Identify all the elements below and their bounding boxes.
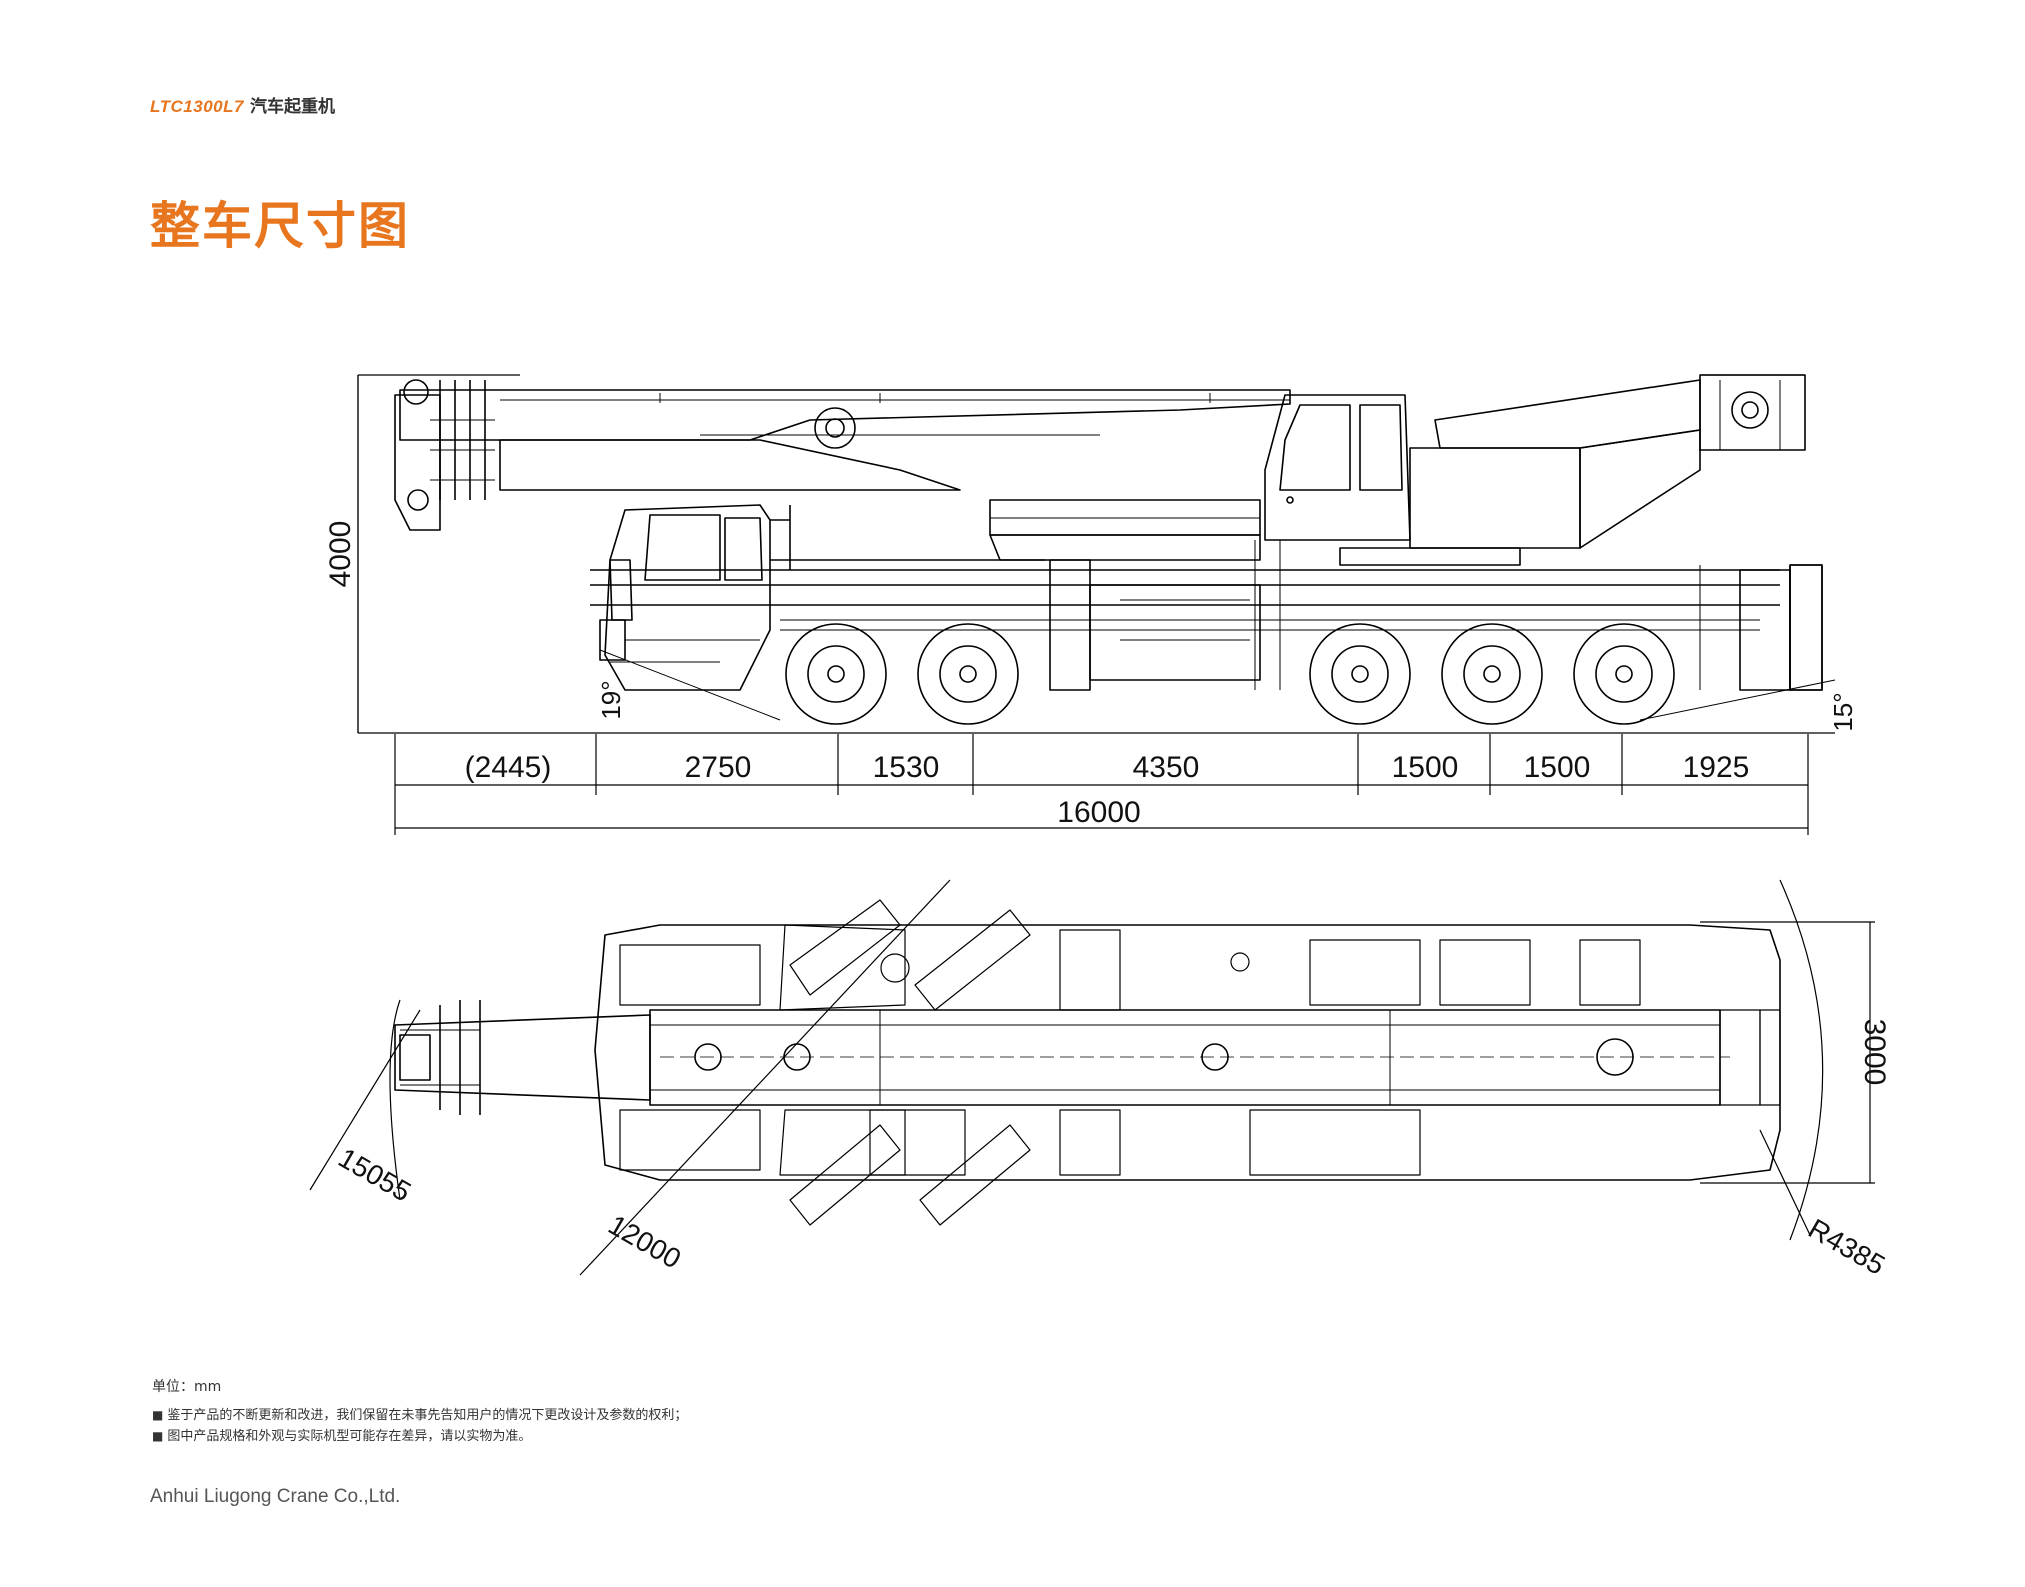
- unit-note: 单位：mm: [152, 1379, 222, 1395]
- side-carrier-frame: [590, 540, 1823, 691]
- model-name: LTC1300L7: [150, 97, 244, 116]
- top-radius-lines: [309, 879, 1824, 1276]
- bullet-icon: ■: [152, 1429, 164, 1443]
- departure-angle: 15°: [1828, 692, 1858, 731]
- total-length: 16000: [1057, 796, 1140, 829]
- page-title: 整车尺寸图: [150, 197, 410, 255]
- note-item: ■图中产品规格和外观与实际机型可能存在差异，请以实物为准。: [152, 1426, 687, 1447]
- company-name: Anhui Liugong Crane Co.,Ltd.: [150, 1486, 401, 1507]
- note-text: 鉴于产品的不断更新和改进，我们保留在未事先告知用户的情况下更改设计及参数的权利；: [167, 1408, 688, 1423]
- segment-dim-6: 1500: [1524, 751, 1591, 784]
- top-view: [309, 879, 1875, 1276]
- segment-dim-1: (2445): [465, 751, 552, 784]
- top-outriggers: [789, 899, 1031, 1226]
- side-boom: [394, 379, 1291, 531]
- side-luffing-cylinder: [989, 499, 1261, 561]
- rear-swing-radius: R4385: [1803, 1213, 1890, 1281]
- front-swing-radius: 12000: [603, 1209, 686, 1275]
- width-dimension: 3000: [1858, 1019, 1891, 1086]
- boom-swing-radius: 15055: [333, 1142, 416, 1208]
- side-wheels: [785, 564, 1823, 725]
- bullet-icon: ■: [152, 1408, 164, 1422]
- segment-dim-3: 1530: [873, 751, 940, 784]
- segment-dim-2: 2750: [685, 751, 752, 784]
- approach-angle: 19°: [596, 680, 626, 719]
- side-view: [357, 374, 1836, 835]
- segment-dim-4: 4350: [1133, 751, 1200, 784]
- page-header: LTC1300L7 汽车起重机: [150, 92, 335, 117]
- top-boom: [394, 1000, 1730, 1115]
- top-components: [619, 924, 1781, 1176]
- height-dimension: 4000: [324, 521, 357, 588]
- note-text: 图中产品规格和外观与实际机型可能存在差异，请以实物为准。: [167, 1429, 532, 1444]
- product-type: 汽车起重机: [249, 97, 335, 116]
- side-turntable: [1339, 374, 1806, 566]
- side-operator-cab: [1264, 394, 1411, 541]
- segment-dim-5: 1500: [1392, 751, 1459, 784]
- segment-dim-7: 1925: [1683, 751, 1750, 784]
- note-item: ■鉴于产品的不断更新和改进，我们保留在未事先告知用户的情况下更改设计及参数的权利…: [152, 1405, 687, 1426]
- side-driver-cab: [599, 504, 791, 691]
- notes-block: 单位：mm ■鉴于产品的不断更新和改进，我们保留在未事先告知用户的情况下更改设计…: [152, 1377, 687, 1447]
- side-dimension-chain: [394, 734, 1809, 835]
